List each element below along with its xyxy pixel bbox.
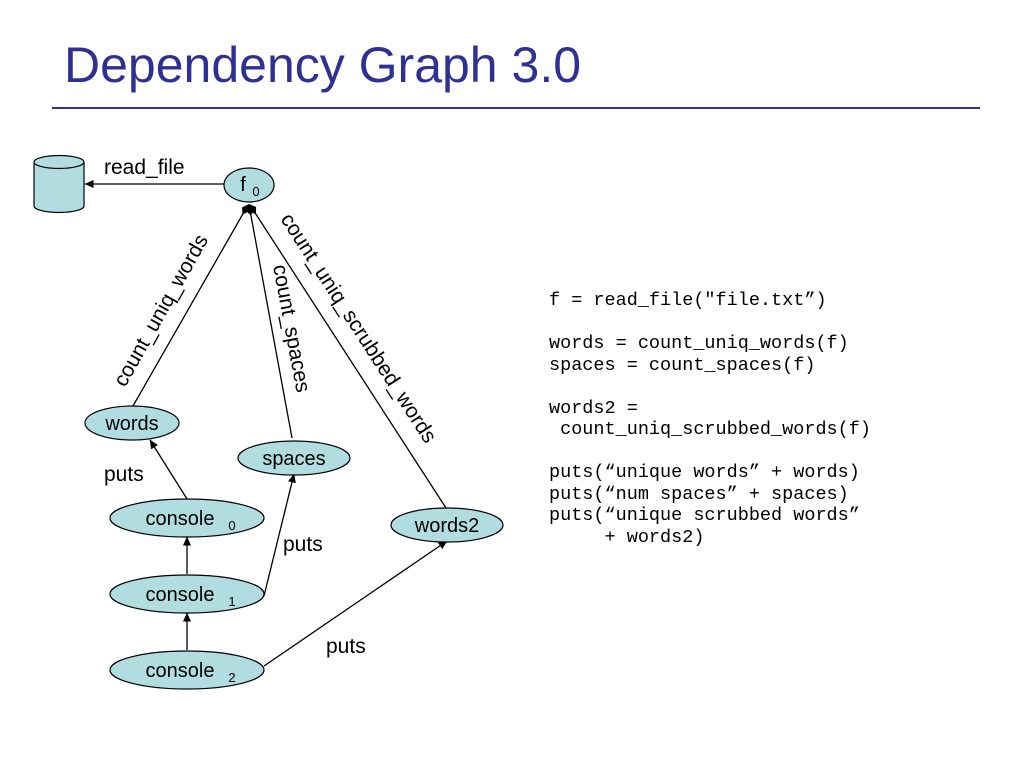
code-line: words2 = bbox=[549, 397, 638, 419]
node-words: words bbox=[84, 405, 180, 441]
code-line: puts(“unique scrubbed words” bbox=[549, 505, 860, 526]
code-line: puts(“unique words” + words) bbox=[549, 462, 860, 483]
edge-console2-to-words2 bbox=[263, 540, 448, 667]
edge-console0-to-words bbox=[149, 439, 188, 500]
code-gap bbox=[549, 376, 871, 398]
node-spaces-label: spaces bbox=[262, 448, 325, 470]
node-console2-label: console bbox=[146, 660, 215, 682]
node-console0-subscript: 0 bbox=[228, 518, 235, 533]
title-divider bbox=[52, 107, 980, 109]
node-words-label: words bbox=[104, 413, 158, 435]
edge-label-puts-words2: puts bbox=[326, 635, 366, 658]
edge-console1-to-spaces bbox=[263, 473, 296, 597]
node-f0-label: f bbox=[240, 174, 246, 196]
node-f0: f 0 bbox=[223, 167, 275, 203]
code-gap bbox=[549, 441, 871, 463]
code-listing: f = read_file("file.txt”) words = count_… bbox=[549, 290, 871, 548]
code-line: f = read_file("file.txt”) bbox=[549, 290, 827, 311]
edge-count-uniq-words bbox=[132, 204, 249, 407]
edge-count-spaces bbox=[245, 204, 293, 439]
node-console2: console 2 bbox=[109, 650, 265, 690]
node-console0-label: console bbox=[146, 508, 215, 530]
code-line: spaces = count_spaces(f) bbox=[549, 354, 816, 376]
code-line: count_uniq_scrubbed_words(f) bbox=[549, 419, 871, 440]
edge-label-puts-words: puts bbox=[104, 463, 144, 486]
code-line: words = count_uniq_words(f) bbox=[549, 333, 849, 354]
edge-label-count-uniq-words: count_uniq_words bbox=[109, 231, 213, 391]
edge-label-puts-spaces: puts bbox=[283, 533, 323, 556]
node-spaces: spaces bbox=[237, 440, 351, 476]
node-console0: console 0 bbox=[109, 498, 265, 538]
edge-label-read-file: read_file bbox=[104, 156, 185, 179]
code-line: puts(“num spaces” + spaces) bbox=[549, 483, 849, 505]
edge-count-uniq-scrubbed-words bbox=[249, 204, 447, 509]
node-console1-subscript: 1 bbox=[228, 594, 235, 609]
node-console1-label: console bbox=[146, 584, 215, 606]
node-words2: words2 bbox=[390, 507, 504, 543]
node-f0-subscript: 0 bbox=[252, 184, 259, 199]
node-words2-label: words2 bbox=[414, 515, 479, 537]
page-title: Dependency Graph 3.0 bbox=[64, 37, 582, 93]
edge-label-count-spaces: count_spaces bbox=[268, 263, 314, 395]
database-icon bbox=[33, 154, 85, 214]
code-gap bbox=[549, 312, 871, 334]
code-line: + words2) bbox=[549, 526, 705, 548]
node-console2-subscript: 2 bbox=[228, 670, 235, 685]
node-console1: console 1 bbox=[109, 574, 265, 614]
